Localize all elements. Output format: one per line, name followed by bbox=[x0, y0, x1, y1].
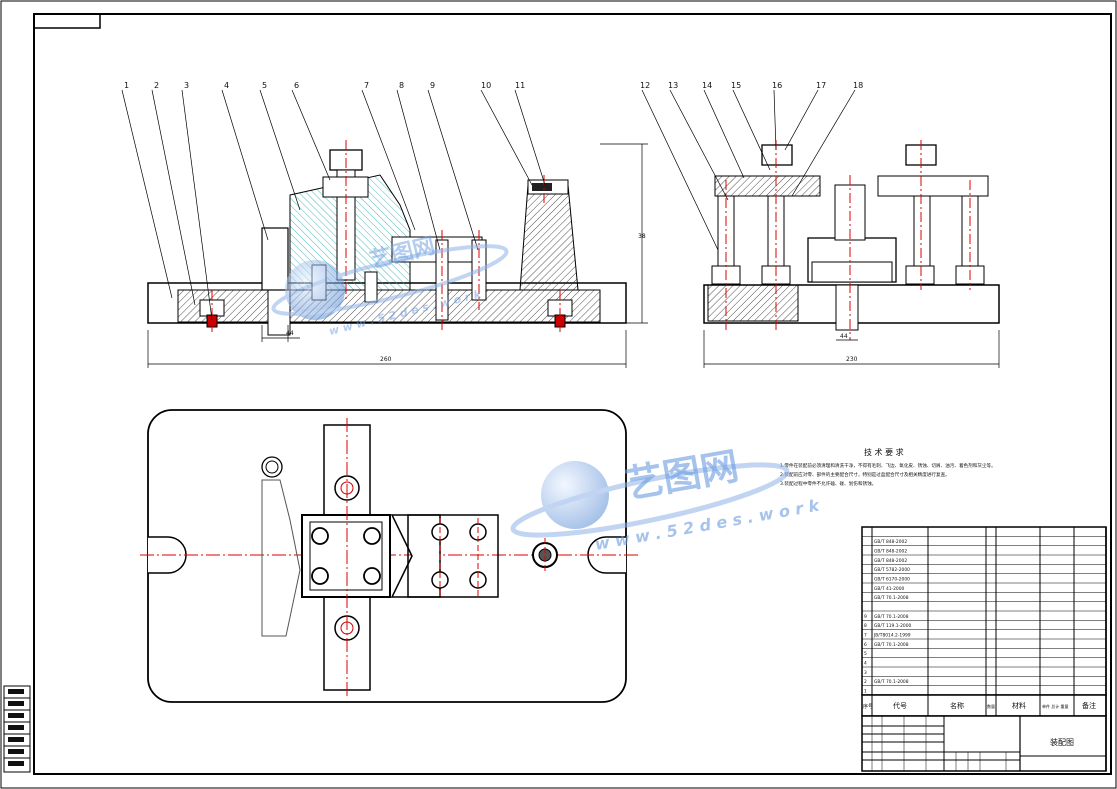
bom-cell-no: 6 bbox=[864, 642, 867, 648]
technical-requirements: 技 术 要 求 1.零件在装配前必须清理和清洗干净，不得有毛刺、飞边、氧化皮、锈… bbox=[780, 447, 996, 487]
leader-label: 12 bbox=[640, 81, 650, 90]
bom-header-remark: 备注 bbox=[1082, 701, 1096, 710]
bom-header-code: 代号 bbox=[893, 701, 907, 710]
leader-label: 9 bbox=[430, 81, 435, 90]
side-leaders bbox=[641, 89, 856, 251]
bom-cell-no: 5 bbox=[864, 651, 867, 657]
leader-label: 8 bbox=[399, 81, 404, 90]
leader-label: 11 bbox=[515, 81, 525, 90]
bom-cell-no: 3 bbox=[864, 670, 867, 676]
leader-label: 18 bbox=[853, 81, 863, 90]
leader-label: 6 bbox=[294, 81, 299, 90]
front-leader-labels: 1 2 3 4 5 6 7 8 9 10 11 bbox=[124, 81, 525, 90]
bom-cell-code: GB/T 70.1-2008 bbox=[874, 642, 909, 648]
bom-cell-code: GB/T 5782-2000 bbox=[874, 567, 910, 573]
watermark-logo bbox=[271, 244, 790, 538]
bom-cell-no: 4 bbox=[864, 661, 867, 667]
side-small-dimension: 44 bbox=[840, 333, 848, 340]
front-view bbox=[147, 140, 648, 368]
bom-cell-no: 9 bbox=[864, 614, 867, 620]
tech-requirement-item: 3.装配过程中零件不允许磕、碰、划伤和锈蚀。 bbox=[780, 480, 876, 487]
bom-header-weight: 单件 总计 重量 bbox=[1042, 703, 1069, 709]
title-block bbox=[861, 715, 1107, 772]
bom-cell-code: GB/T 70.1-2008 bbox=[874, 679, 909, 685]
binding-margin-block bbox=[3, 685, 31, 773]
bill-of-materials bbox=[861, 526, 1107, 716]
leader-label: 4 bbox=[224, 81, 229, 90]
watermark-brand: 艺图网 bbox=[622, 444, 742, 507]
leader-label: 10 bbox=[481, 81, 491, 90]
top-view bbox=[140, 409, 640, 703]
leader-label: 7 bbox=[364, 81, 369, 90]
front-leaders bbox=[121, 89, 546, 321]
tech-requirements-heading: 技 术 要 求 bbox=[864, 447, 904, 457]
front-small-dimension: 44 bbox=[286, 330, 294, 337]
bom-header-material: 材料 bbox=[1012, 701, 1026, 710]
bom-cell-code: GB/T 6170-2000 bbox=[874, 577, 910, 583]
front-width-dimension: 260 bbox=[380, 356, 392, 363]
leader-label: 2 bbox=[154, 81, 159, 90]
side-width-dimension: 230 bbox=[846, 356, 858, 363]
bom-cell-code: GB/T 848-2002 bbox=[874, 558, 907, 564]
front-height-dimension: 38 bbox=[638, 233, 646, 240]
bom-cell-no: 7 bbox=[864, 633, 867, 639]
bom-cell-no: 1 bbox=[864, 689, 867, 695]
bom-cell-code: GB/T 848-2002 bbox=[874, 549, 907, 555]
leader-label: 14 bbox=[702, 81, 712, 90]
bom-header-no: 序号 bbox=[863, 703, 873, 710]
bom-cell-code: GB/T 41-2000 bbox=[874, 586, 905, 592]
leader-label: 15 bbox=[731, 81, 741, 90]
leader-label: 5 bbox=[262, 81, 267, 90]
bom-cell-no: 2 bbox=[864, 679, 867, 685]
leader-label: 16 bbox=[772, 81, 782, 90]
tech-requirement-item: 2.装配前应对零、部件的主要配合尺寸，特别是过盈配合尺寸及相关精度进行复查。 bbox=[780, 471, 950, 478]
bom-cell-code: JB/T8014.2-1999 bbox=[873, 633, 911, 639]
leader-label: 3 bbox=[184, 81, 189, 90]
bom-cell-code: GB/T 119.1-2000 bbox=[874, 623, 912, 629]
bom-cell-no: 8 bbox=[864, 623, 867, 629]
tech-requirement-item: 1.零件在装配前必须清理和清洗干净，不得有毛刺、飞边、氧化皮、锈蚀、切屑、油污、… bbox=[780, 462, 996, 469]
leader-label: 1 bbox=[124, 81, 129, 90]
bom-cell-code: GB/T 848-2002 bbox=[874, 539, 907, 545]
leader-label: 13 bbox=[668, 81, 678, 90]
leader-label: 17 bbox=[816, 81, 826, 90]
drawing-number-box bbox=[33, 13, 101, 29]
sheet-inner-border bbox=[33, 13, 1112, 775]
bom-cell-code: GB/T 70.1-2008 bbox=[874, 614, 909, 620]
side-view bbox=[703, 140, 1000, 368]
drawing-name: 装配图 bbox=[1050, 737, 1074, 747]
bom-cell-code: GB/T 70.1-2008 bbox=[874, 595, 909, 601]
bom-header-name: 名称 bbox=[950, 701, 964, 710]
bom-header-qty: 数量 bbox=[987, 703, 995, 709]
side-leader-labels: 12 13 14 15 16 17 18 bbox=[640, 81, 863, 90]
